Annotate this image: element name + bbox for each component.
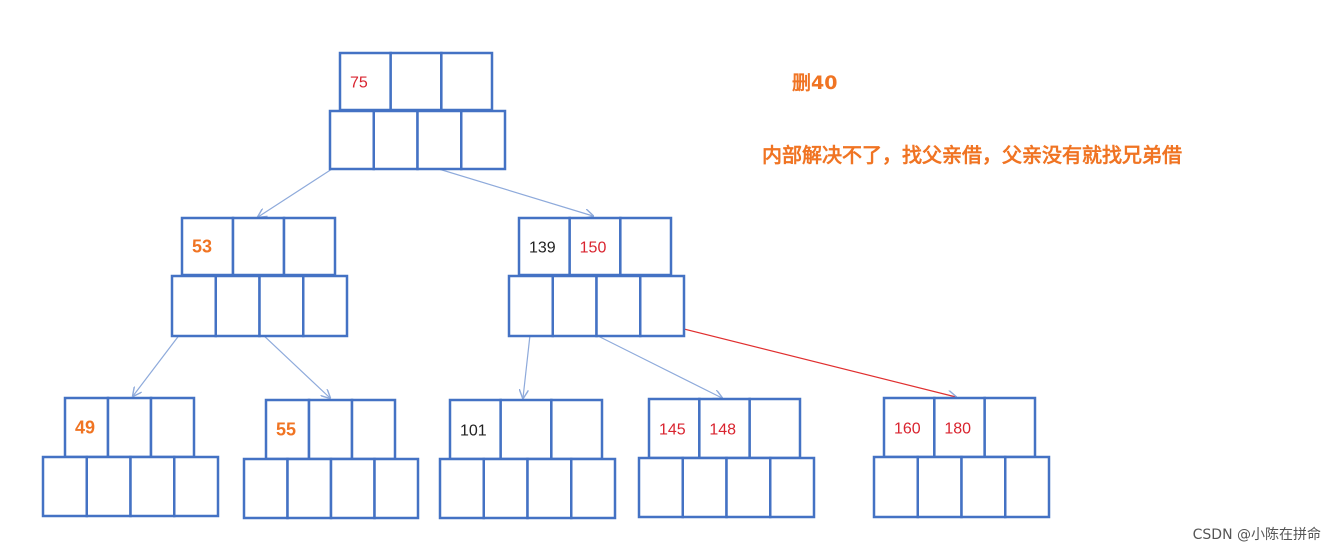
pointer-cell <box>129 455 176 518</box>
key-cell <box>106 396 153 459</box>
pointer-cell <box>1004 455 1051 519</box>
key-value: 180 <box>944 421 971 438</box>
pointer-cell <box>681 456 728 519</box>
pointer-cell <box>373 457 420 520</box>
operation-note: 内部解决不了，找父亲借，父亲没有就找兄弟借 <box>762 143 1182 167</box>
key-cell <box>440 51 494 112</box>
node-leaf-1: 49 <box>41 396 220 518</box>
key-cell <box>499 398 553 461</box>
pointer-cell <box>482 457 529 520</box>
key-value: 150 <box>580 240 607 257</box>
key-cell <box>983 396 1037 459</box>
key-cell <box>264 398 311 461</box>
pointer-cell <box>507 274 554 338</box>
key-value: 75 <box>350 75 368 92</box>
pointer-cell <box>170 274 217 338</box>
key-value: 101 <box>460 423 487 440</box>
key-cell <box>619 216 673 277</box>
pointer-cell <box>258 274 305 338</box>
node-left: 53 <box>170 216 349 338</box>
pointer-cell <box>595 274 642 338</box>
node-leaf-5: 160 180 <box>872 396 1051 519</box>
key-cell <box>389 51 443 112</box>
pointer-cell <box>637 456 684 519</box>
key-cell <box>933 396 986 459</box>
node-leaf-2: 55 <box>242 398 420 520</box>
key-cell <box>282 216 337 277</box>
key-value: 55 <box>276 420 296 440</box>
pointer-cell <box>173 455 220 518</box>
nodes-layer: 75 53 139 150 49 55 101 145 148 160 180 <box>41 51 1051 520</box>
pointer-cell <box>725 456 772 519</box>
node-root: 75 <box>328 51 507 171</box>
operation-title: 删40 <box>792 72 838 94</box>
pointer-cell <box>85 455 132 518</box>
pointer-cell <box>372 109 419 171</box>
pointer-cell <box>960 455 1007 519</box>
pointer-cell <box>41 455 88 518</box>
key-value: 145 <box>659 422 686 439</box>
key-value: 53 <box>192 237 212 257</box>
node-leaf-3: 101 <box>438 398 617 520</box>
pointer-cell <box>916 455 963 519</box>
pointer-cell <box>214 274 261 338</box>
pointer-cell <box>328 109 375 171</box>
key-cell <box>350 398 397 461</box>
pointer-cell <box>329 457 376 520</box>
pointer-cell <box>551 274 598 338</box>
pointer-cell <box>416 109 463 171</box>
key-value: 49 <box>75 418 95 438</box>
pointer-cell <box>302 274 349 338</box>
key-cell <box>550 398 604 461</box>
key-cell <box>63 396 110 459</box>
watermark: CSDN @⁣⁣小陈在拼命⁣⁣ <box>1192 527 1321 543</box>
key-cell <box>149 396 196 459</box>
key-cell <box>517 216 571 277</box>
pointer-cell <box>438 457 485 520</box>
node-right: 139 150 <box>507 216 686 338</box>
key-value: 160 <box>894 421 921 438</box>
key-value: 139 <box>529 240 556 257</box>
pointer-cell <box>460 109 507 171</box>
key-cell <box>307 398 354 461</box>
key-value: 148 <box>709 422 736 439</box>
node-leaf-4: 145 148 <box>637 397 816 519</box>
pointer-cell <box>570 457 617 520</box>
pointer-cell <box>242 457 289 520</box>
pointer-cell <box>639 274 686 338</box>
key-cell <box>748 397 802 460</box>
key-cell <box>231 216 286 277</box>
pointer-cell <box>286 457 333 520</box>
pointer-cell <box>526 457 573 520</box>
pointer-cell <box>872 455 919 519</box>
pointer-cell <box>769 456 816 519</box>
